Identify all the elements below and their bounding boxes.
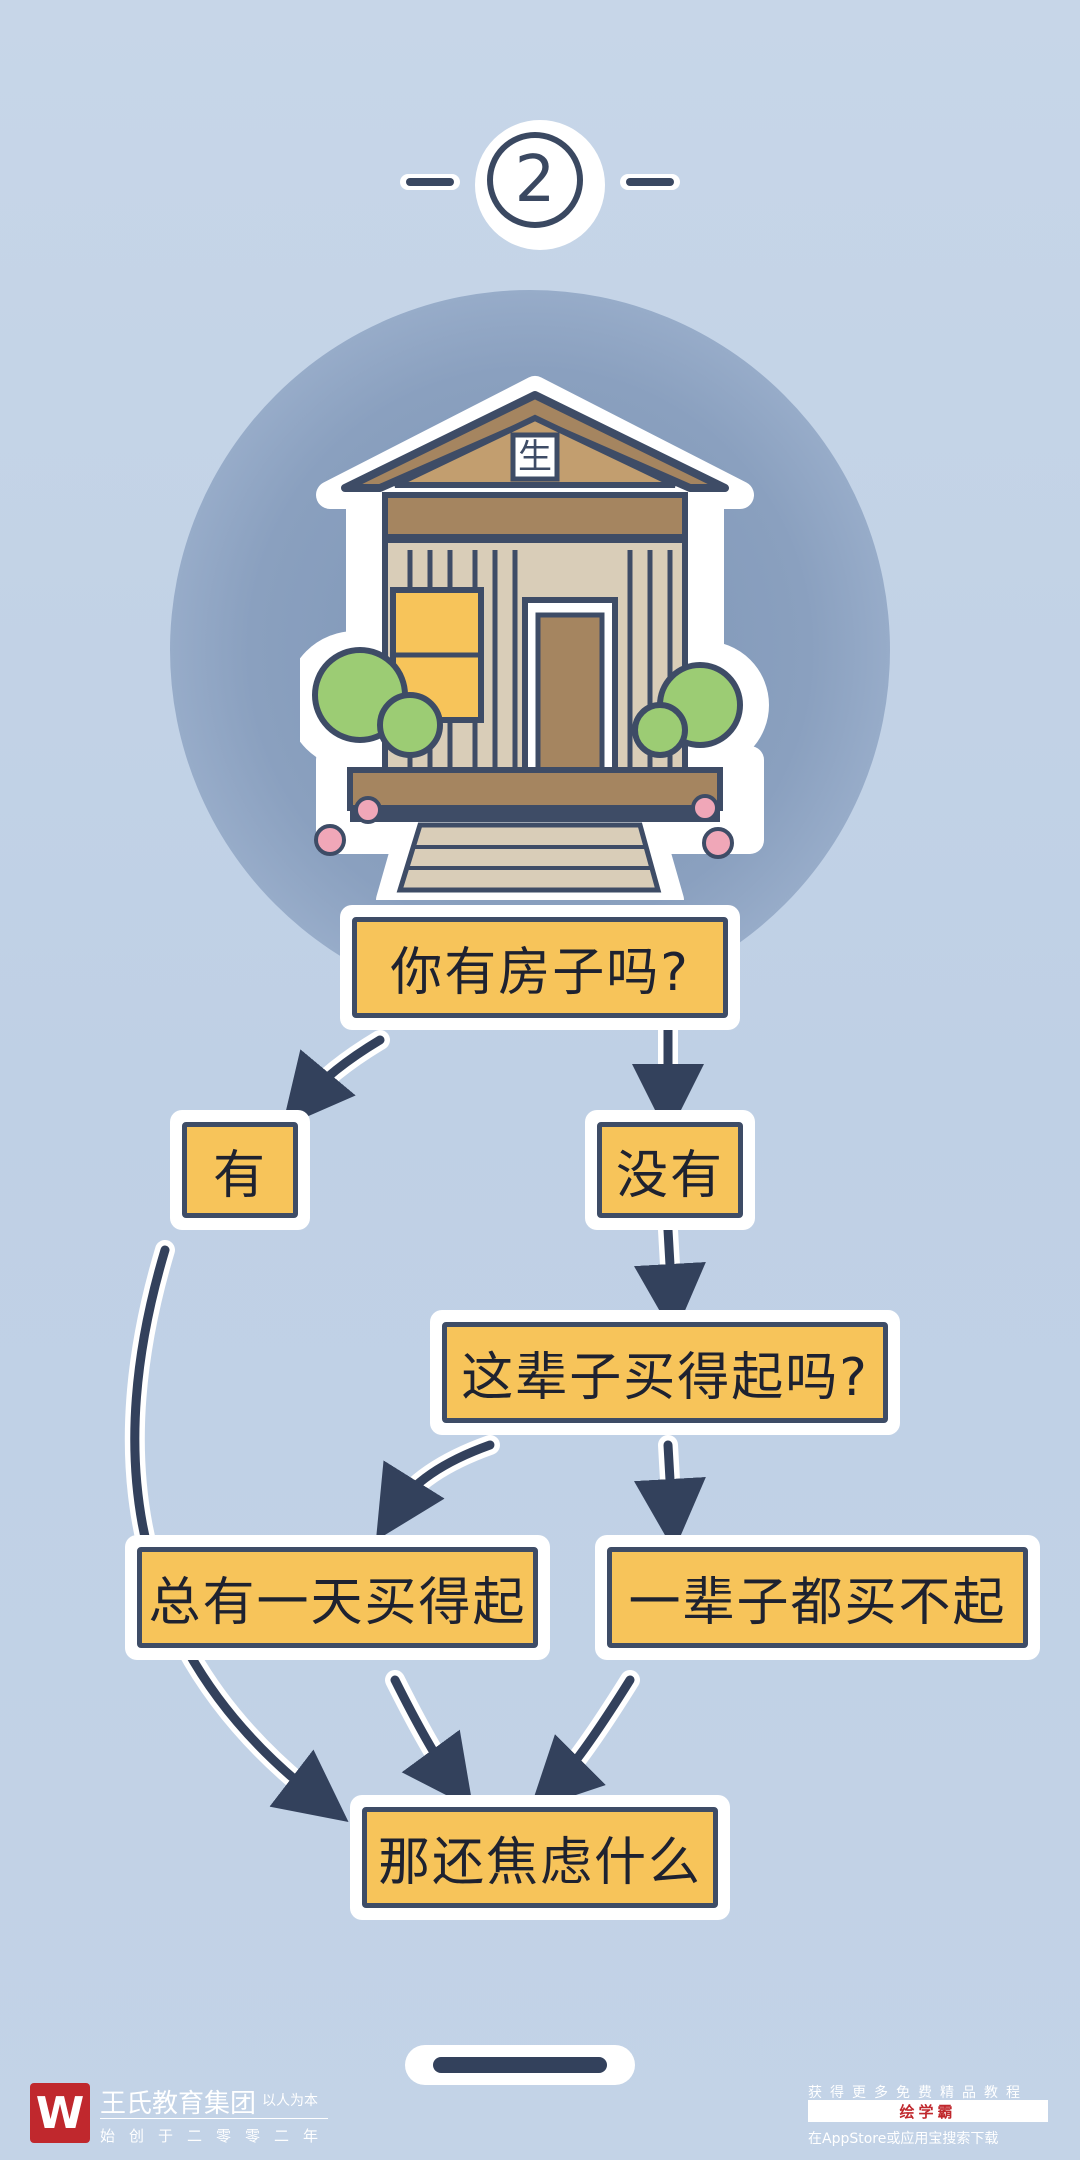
answer-no-box: 没有 (585, 1110, 755, 1230)
house-sign: 生 (518, 437, 552, 477)
answer-yes-box: 有 (170, 1110, 310, 1230)
promo-app-name: 绘学霸 (808, 2100, 1048, 2122)
answer-someday-text: 总有一天买得起 (148, 1573, 527, 1633)
brand-founded: 始创于二零零二年 (100, 2127, 333, 2145)
promo-text-bottom: 在AppStore或应用宝搜索下载 (808, 2131, 999, 2147)
conclusion-text: 那还焦虑什么 (377, 1833, 702, 1893)
question2-text: 这辈子买得起吗? (461, 1348, 869, 1408)
answer-yes-text: 有 (212, 1145, 267, 1206)
question1-box: 你有房子吗? (340, 905, 740, 1030)
bottom-bar (405, 2045, 635, 2085)
question2-box: 这辈子买得起吗? (430, 1310, 900, 1435)
arrow-someday-to-conclusion (390, 1675, 474, 1810)
conclusion-box: 那还焦虑什么 (350, 1795, 730, 1920)
arrow-never-to-conclusion (529, 1675, 635, 1811)
brand-divider (100, 2118, 328, 2119)
answer-never-box: 一辈子都买不起 (595, 1535, 1040, 1660)
arrow-to-question2 (634, 1225, 706, 1336)
answer-no-text: 没有 (615, 1145, 724, 1206)
promo-text-top: 获得更多免费精品教程 (808, 2085, 1028, 2101)
arrow-to-never (634, 1440, 706, 1551)
question1-text: 你有房子吗? (390, 943, 690, 1003)
arrow-to-someday (375, 1440, 495, 1541)
brand-name: 王氏教育集团 (100, 2089, 257, 2119)
left-dash (400, 174, 460, 190)
right-dash (620, 174, 680, 190)
arrow-to-yes (281, 1035, 385, 1128)
page-number-badge: 2 (475, 120, 605, 250)
answer-never-text: 一辈子都买不起 (628, 1573, 1007, 1633)
page-number: 2 (514, 143, 556, 217)
brand-slogan: 以人为本 (262, 2093, 318, 2109)
brand-logo: W (30, 2083, 90, 2143)
house-illustration: 生 (300, 376, 769, 900)
answer-someday-box: 总有一天买得起 (125, 1535, 550, 1660)
